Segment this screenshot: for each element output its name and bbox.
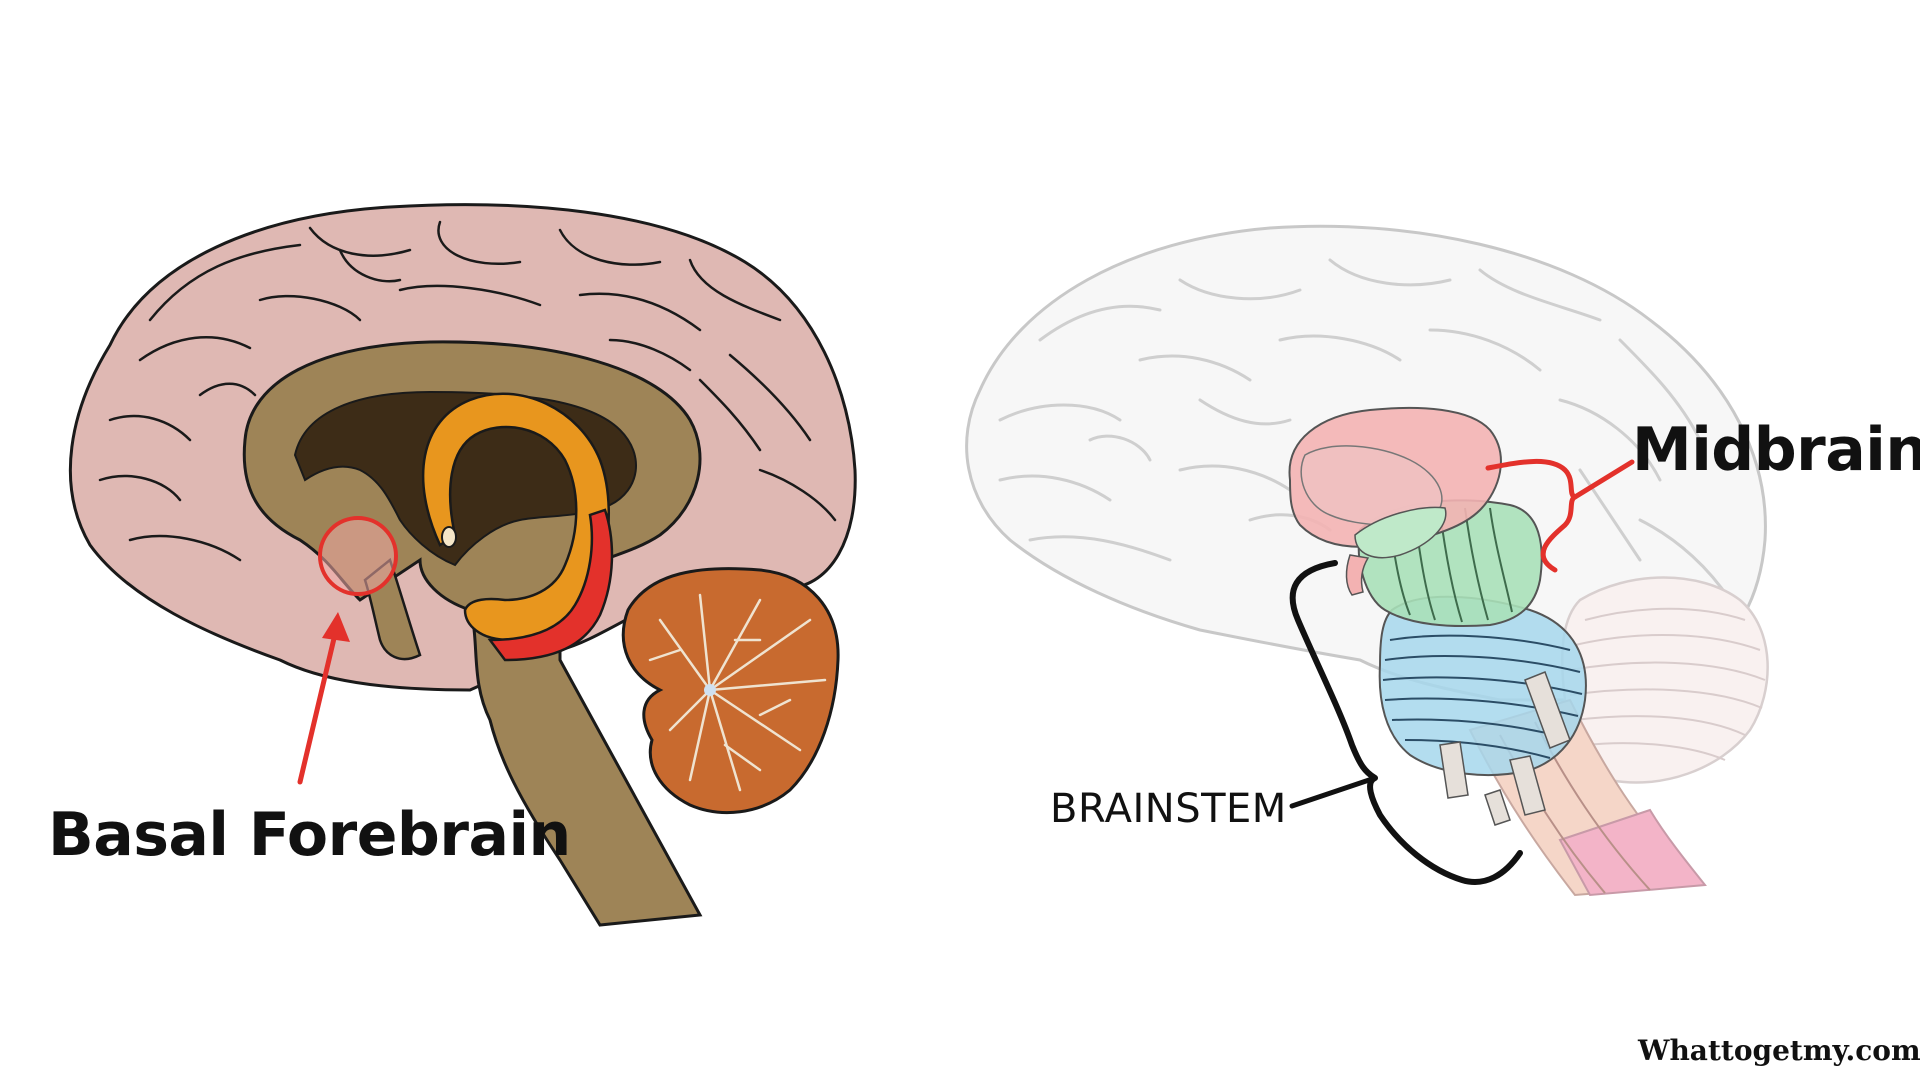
cranial-nerves: [1439, 671, 1571, 826]
pituitary-stub: [1345, 554, 1370, 596]
basal-forebrain-arrow-line: [297, 627, 339, 785]
arbor-vitae-center: [704, 684, 716, 696]
basal-forebrain-arrow-head: [322, 612, 350, 642]
anterior-commissure: [441, 526, 457, 548]
arbor-vitae: [648, 593, 827, 792]
lateral-brain: [965, 224, 1769, 897]
red-band: [487, 508, 614, 662]
fornix: [421, 392, 610, 642]
lateral-cortex-sulci: [998, 258, 1732, 602]
midbrain-pointer-line: [1572, 459, 1635, 500]
cortex-sulci: [98, 220, 837, 562]
spinal-cord-pink: [1558, 808, 1707, 897]
basal-forebrain-label: Basal Forebrain: [48, 800, 571, 870]
basal-forebrain-marker: [318, 516, 398, 596]
sagittal-brain: [68, 203, 857, 927]
midbrain-label: Midbrain: [1632, 415, 1920, 485]
brainstem-pointer-line: [1289, 775, 1378, 809]
brainstem-label: BRAINSTEM: [1050, 786, 1287, 832]
cerebral-peduncle: [1354, 506, 1447, 559]
watermark: Whattogetmy.com: [1638, 1034, 1920, 1067]
lateral-cerebellum-folia: [1569, 607, 1766, 761]
cerebellum: [621, 567, 840, 815]
